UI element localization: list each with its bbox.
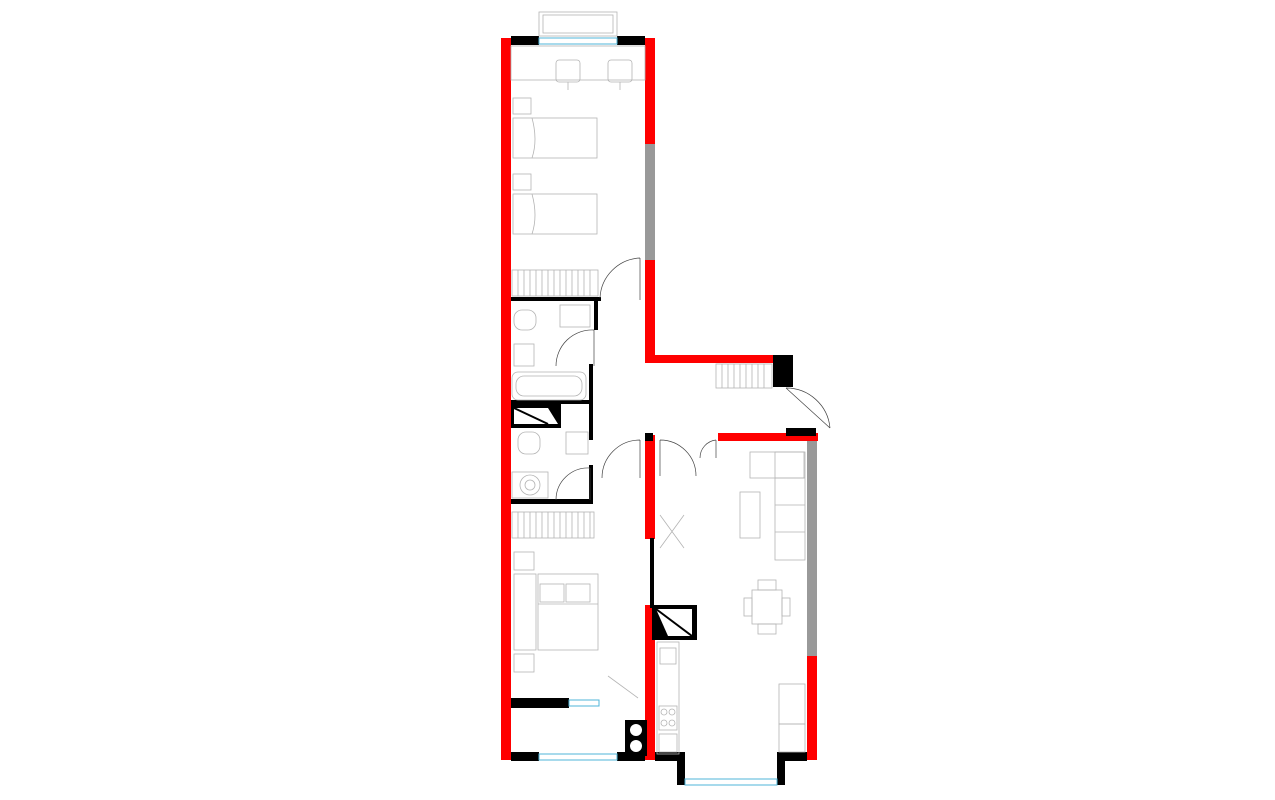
chair-left xyxy=(555,59,581,90)
nightstand-4 xyxy=(513,653,535,673)
wall-living-partition xyxy=(650,538,654,608)
wall-hall-entry xyxy=(773,355,793,387)
wall-bed-south-corner-r xyxy=(617,752,645,761)
wall-living-west-a xyxy=(645,435,655,539)
door-living xyxy=(659,439,697,477)
double-bed xyxy=(537,573,599,651)
toilet-wc xyxy=(517,431,541,455)
exterior-walls xyxy=(501,38,818,760)
kitchen-sink xyxy=(659,647,677,665)
sofa xyxy=(774,451,806,561)
glazed-walls xyxy=(645,144,817,656)
interior-walls xyxy=(511,36,816,785)
wall-living-se-jamb xyxy=(777,752,785,785)
doors xyxy=(555,257,831,501)
nightstand-3 xyxy=(513,551,535,571)
wardrobe-north xyxy=(511,269,599,297)
window-living-south xyxy=(684,778,778,786)
door-wc xyxy=(555,467,591,501)
dining-set xyxy=(743,579,791,635)
wall-bed-south-corner xyxy=(511,752,539,761)
wall-bed-south-sill xyxy=(511,698,569,708)
wall-hall-living-left xyxy=(645,433,653,441)
wall-corner-nw xyxy=(511,36,539,45)
sink-wc xyxy=(565,431,589,455)
door-bath xyxy=(555,329,595,367)
wall-bath-wc xyxy=(511,400,593,404)
furniture-wc xyxy=(511,431,589,499)
desk-south xyxy=(513,573,537,651)
bathtub xyxy=(511,371,587,401)
wall-wc-east xyxy=(589,465,593,503)
wall-living-north xyxy=(718,433,818,441)
wall-living-se xyxy=(777,752,807,761)
furniture-living xyxy=(656,451,806,755)
door-living-b xyxy=(699,439,717,459)
wall-east-upper xyxy=(645,38,655,146)
wall-step-north xyxy=(645,355,773,363)
bed-1 xyxy=(512,117,598,159)
window-bed-south-inner xyxy=(568,699,600,707)
wall-wc-bed xyxy=(511,499,593,504)
furniture-bedroom-south xyxy=(511,511,639,699)
wardrobe-hall xyxy=(715,363,773,389)
window-north xyxy=(538,37,618,45)
floor-lamp-lines xyxy=(659,514,685,549)
furniture-hall xyxy=(715,363,773,389)
nightstand-2 xyxy=(512,173,532,191)
door-entry xyxy=(785,387,831,429)
balcony-north xyxy=(538,11,618,37)
wall-living-east xyxy=(807,655,817,760)
nightstand-1 xyxy=(512,97,532,115)
glazing-bedroom-east xyxy=(645,144,655,260)
wall-entry-jamb xyxy=(786,428,816,436)
windows xyxy=(538,11,778,786)
chair-right xyxy=(607,59,633,90)
sink-bath xyxy=(513,343,535,367)
washer xyxy=(511,471,549,499)
hob xyxy=(658,705,678,731)
furniture-bedroom-north xyxy=(510,45,646,297)
shaft-hatch xyxy=(513,407,693,637)
wall-living-sw-jamb xyxy=(677,752,685,785)
door-bedroom-north xyxy=(599,257,641,300)
bed-2 xyxy=(512,193,598,235)
kitchen-counter xyxy=(656,641,680,755)
fridge xyxy=(778,723,806,753)
wall-living-sw xyxy=(655,752,685,761)
wall-west xyxy=(501,38,511,760)
wall-living-west-b xyxy=(645,605,655,760)
furniture-bathroom xyxy=(511,304,591,401)
wall-east-mid xyxy=(645,258,655,362)
boiler-detail xyxy=(630,724,642,752)
door-bed-south xyxy=(601,439,641,479)
toilet-bath xyxy=(513,309,537,331)
window-south-bed xyxy=(538,753,618,761)
wall-bed-bath xyxy=(511,297,601,301)
balcony-north-inner xyxy=(542,14,614,34)
wall-bath-east-a xyxy=(594,297,598,330)
wall-corner-ne xyxy=(617,36,645,45)
coffee-table xyxy=(739,491,761,539)
wardrobe-south xyxy=(511,511,595,539)
glazing-living-east xyxy=(807,441,817,656)
